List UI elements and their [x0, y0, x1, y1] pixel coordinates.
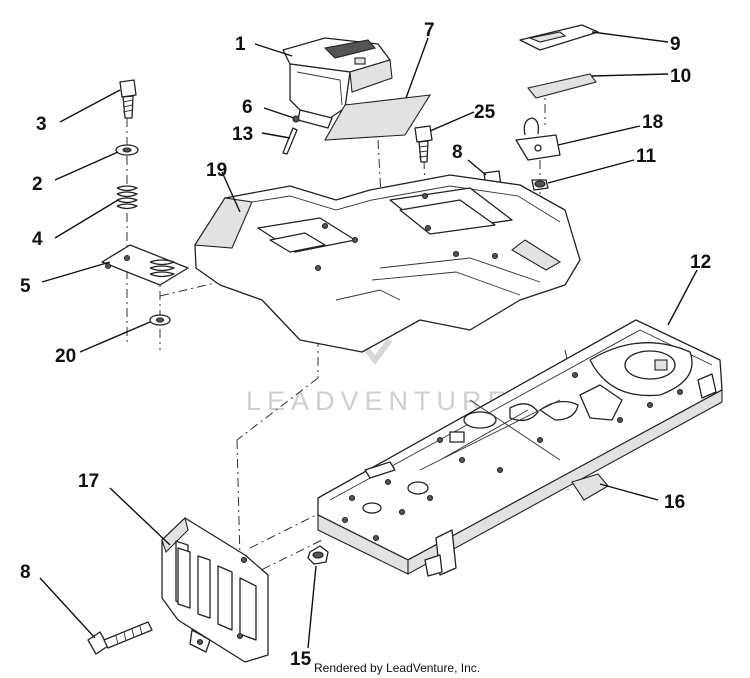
render-credit: Rendered by LeadVenture, Inc. — [314, 661, 480, 675]
rear-plate — [161, 516, 269, 663]
callout-8-bottom: 8 — [20, 562, 31, 583]
callout-2: 2 — [32, 174, 43, 195]
callout-6: 6 — [242, 97, 253, 118]
callout-5: 5 — [20, 276, 31, 297]
watermark-text: LEADVENTURE — [246, 386, 512, 416]
callout-25: 25 — [474, 102, 496, 123]
callout-18: 18 — [642, 112, 663, 133]
callout-7: 7 — [424, 20, 435, 41]
callout-12: 12 — [690, 252, 711, 273]
bolt-lower-and-nut — [87, 545, 329, 655]
callout-8-top: 8 — [452, 142, 463, 163]
callout-11: 11 — [636, 146, 657, 167]
callout-labels: 1 3 2 4 5 6 13 7 25 8 9 10 18 11 19 20 1… — [20, 20, 711, 670]
seat-pan — [194, 174, 581, 353]
callout-20: 20 — [55, 346, 76, 367]
leader-lines — [39, 31, 698, 649]
battery-tray — [282, 37, 393, 129]
callout-13: 13 — [232, 124, 253, 145]
callout-10: 10 — [670, 66, 691, 87]
callout-1: 1 — [235, 34, 246, 55]
callout-9: 9 — [670, 34, 681, 55]
bracket-parts — [515, 24, 599, 191]
main-frame — [317, 319, 723, 577]
seat-pad — [324, 94, 432, 141]
clip-and-hose — [282, 115, 300, 155]
spring-assembly — [101, 144, 189, 326]
callout-3: 3 — [36, 114, 47, 135]
callout-19: 19 — [206, 160, 227, 181]
callout-16: 16 — [664, 492, 685, 513]
callout-4: 4 — [32, 229, 43, 250]
callout-15: 15 — [290, 649, 312, 670]
callout-17: 17 — [78, 471, 99, 492]
